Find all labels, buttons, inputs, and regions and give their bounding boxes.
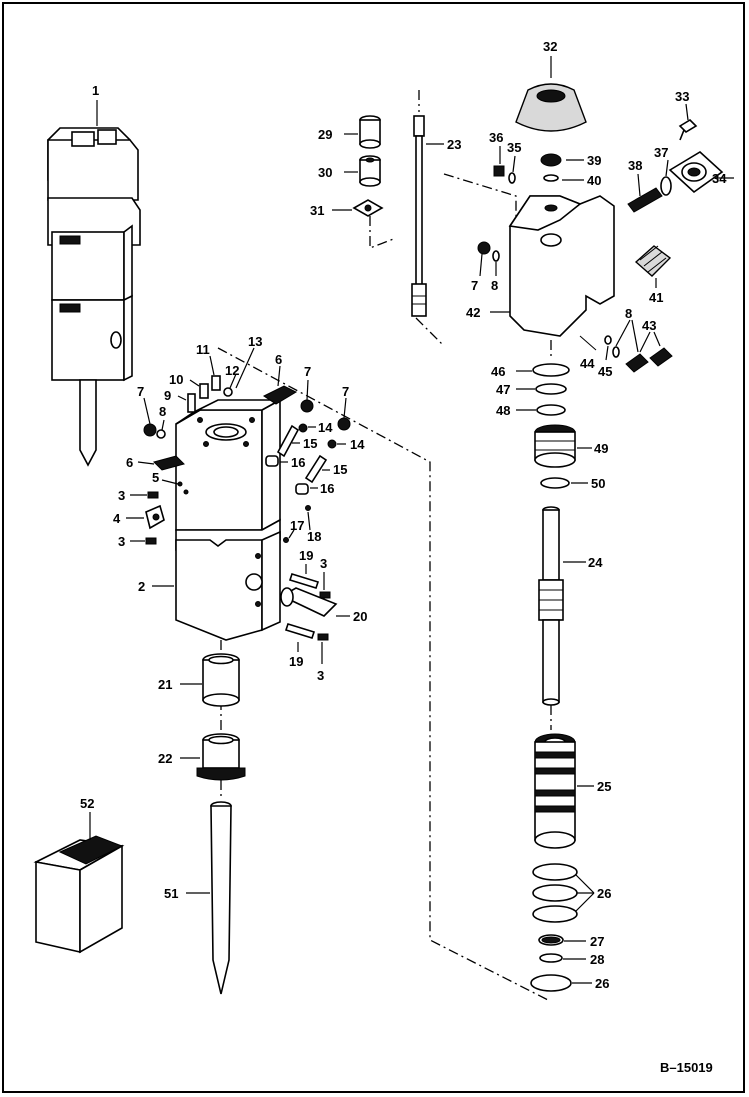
callout-27: 27 <box>590 934 604 949</box>
callout-43: 43 <box>642 318 656 333</box>
callout-14b: 14 <box>350 437 365 452</box>
callout-8a: 8 <box>159 404 166 419</box>
callout-32: 32 <box>543 39 557 54</box>
callout-16a: 16 <box>291 455 305 470</box>
callout-16b: 16 <box>320 481 334 496</box>
callout-20: 20 <box>353 609 367 624</box>
callout-51: 51 <box>164 886 178 901</box>
callout-46: 46 <box>491 364 505 379</box>
callout-41: 41 <box>649 290 663 305</box>
callout-7c: 7 <box>342 384 349 399</box>
callout-8c: 8 <box>625 306 632 321</box>
callout-31: 31 <box>310 203 324 218</box>
callout-37: 37 <box>654 145 668 160</box>
callout-24: 24 <box>588 555 603 570</box>
callout-7d: 7 <box>471 278 478 293</box>
callout-25: 25 <box>597 779 611 794</box>
callout-5: 5 <box>152 470 159 485</box>
callout-2: 2 <box>138 579 145 594</box>
cylinder-body: 2 <box>138 398 284 641</box>
callout-29: 29 <box>318 127 332 142</box>
callout-19a: 19 <box>299 548 313 563</box>
callout-36: 36 <box>489 130 503 145</box>
callout-15a: 15 <box>303 436 317 451</box>
callout-44: 44 <box>580 356 595 371</box>
assembled-breaker: 1 <box>47 83 141 467</box>
callout-10: 10 <box>169 372 183 387</box>
callout-45: 45 <box>598 364 612 379</box>
callout-1: 1 <box>92 83 99 98</box>
callout-3d: 3 <box>317 668 324 683</box>
callout-12: 12 <box>225 363 239 378</box>
callout-3b: 3 <box>118 534 125 549</box>
callout-48: 48 <box>496 403 510 418</box>
callout-21: 21 <box>158 677 172 692</box>
callout-18: 18 <box>307 529 321 544</box>
callout-9: 9 <box>164 388 171 403</box>
upper-center-parts: 29 30 31 23 <box>310 90 461 347</box>
callout-17: 17 <box>290 518 304 533</box>
callout-15b: 15 <box>333 462 347 477</box>
callout-6a: 6 <box>275 352 282 367</box>
callout-52: 52 <box>80 796 94 811</box>
callout-8b: 8 <box>491 278 498 293</box>
callout-7b: 7 <box>304 364 311 379</box>
callout-14a: 14 <box>318 420 333 435</box>
callout-33: 33 <box>675 89 689 104</box>
callout-30: 30 <box>318 165 332 180</box>
body-small-parts: 9 10 11 12 13 6 7 8 7 7 14 14 15 <box>113 334 367 683</box>
callout-3c: 3 <box>320 556 327 571</box>
callout-50: 50 <box>591 476 605 491</box>
piston-stack: 46 47 48 49 50 24 <box>491 340 611 992</box>
callout-34: 34 <box>712 171 727 186</box>
callout-35: 35 <box>507 140 521 155</box>
callout-49: 49 <box>594 441 608 456</box>
callout-23: 23 <box>447 137 461 152</box>
head-assembly: 32 33 34 37 38 36 35 39 40 <box>443 39 734 379</box>
callout-6b: 6 <box>126 455 133 470</box>
callout-7a: 7 <box>137 384 144 399</box>
callout-28: 28 <box>590 952 604 967</box>
bushings-and-tool: 21 22 51 <box>158 640 246 995</box>
callout-19b: 19 <box>289 654 303 669</box>
callout-42: 42 <box>466 305 480 320</box>
callout-26b: 26 <box>595 976 609 991</box>
assembly-centerline <box>217 347 549 1001</box>
kit-box: 52 <box>33 796 125 954</box>
callout-39: 39 <box>587 153 601 168</box>
callout-13: 13 <box>248 334 262 349</box>
callout-38: 38 <box>628 158 642 173</box>
diagram-reference-number: B–15019 <box>660 1060 713 1075</box>
callout-26a: 26 <box>597 886 611 901</box>
callout-4: 4 <box>113 511 121 526</box>
callout-22: 22 <box>158 751 172 766</box>
callout-11: 11 <box>196 342 210 357</box>
callout-47: 47 <box>496 382 510 397</box>
callout-40: 40 <box>587 173 601 188</box>
callout-3a: 3 <box>118 488 125 503</box>
